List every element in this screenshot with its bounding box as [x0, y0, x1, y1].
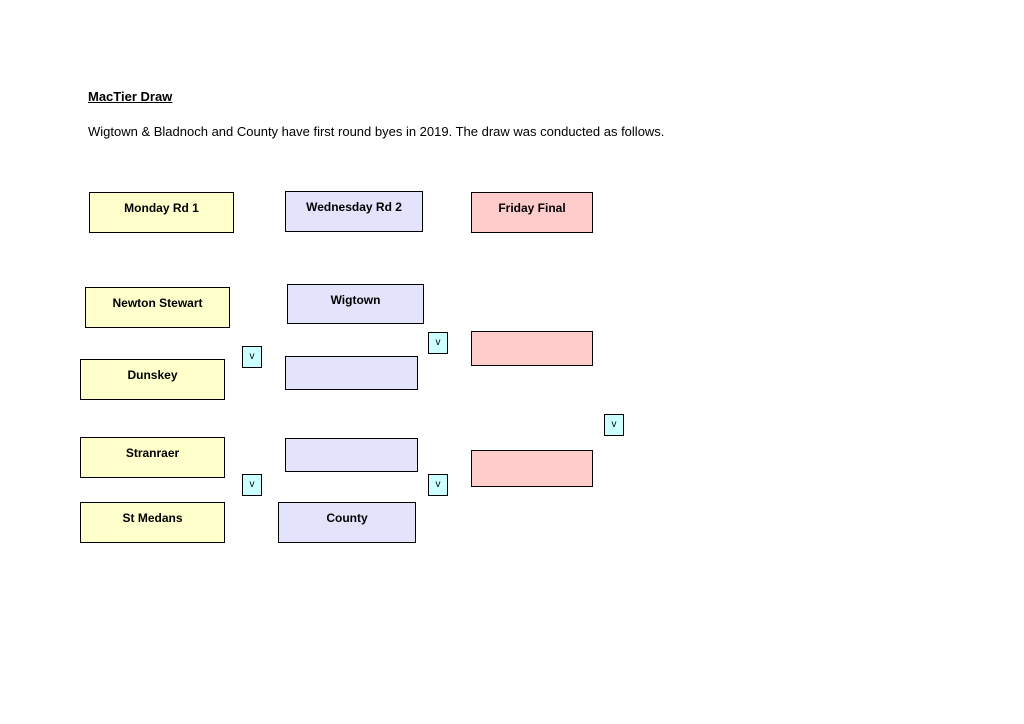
final-header: Friday Final: [471, 192, 593, 233]
versus-marker: v: [428, 332, 448, 354]
round2-team-box: [285, 438, 418, 472]
versus-marker: v: [242, 346, 262, 368]
versus-marker: v: [604, 414, 624, 436]
document-heading: MacTier Draw: [88, 89, 173, 104]
round1-team-box: St Medans: [80, 502, 225, 543]
round2-team-box: County: [278, 502, 416, 543]
final-team-box: [471, 331, 593, 366]
versus-marker: v: [242, 474, 262, 496]
round2-team-box: Wigtown: [287, 284, 424, 324]
final-team-box: [471, 450, 593, 487]
round1-header: Monday Rd 1: [89, 192, 234, 233]
intro-text: Wigtown & Bladnoch and County have first…: [88, 124, 665, 139]
round2-header: Wednesday Rd 2: [285, 191, 423, 232]
round1-team-box: Dunskey: [80, 359, 225, 400]
round2-team-box: [285, 356, 418, 390]
versus-marker: v: [428, 474, 448, 496]
round1-team-box: Newton Stewart: [85, 287, 230, 328]
round1-team-box: Stranraer: [80, 437, 225, 478]
